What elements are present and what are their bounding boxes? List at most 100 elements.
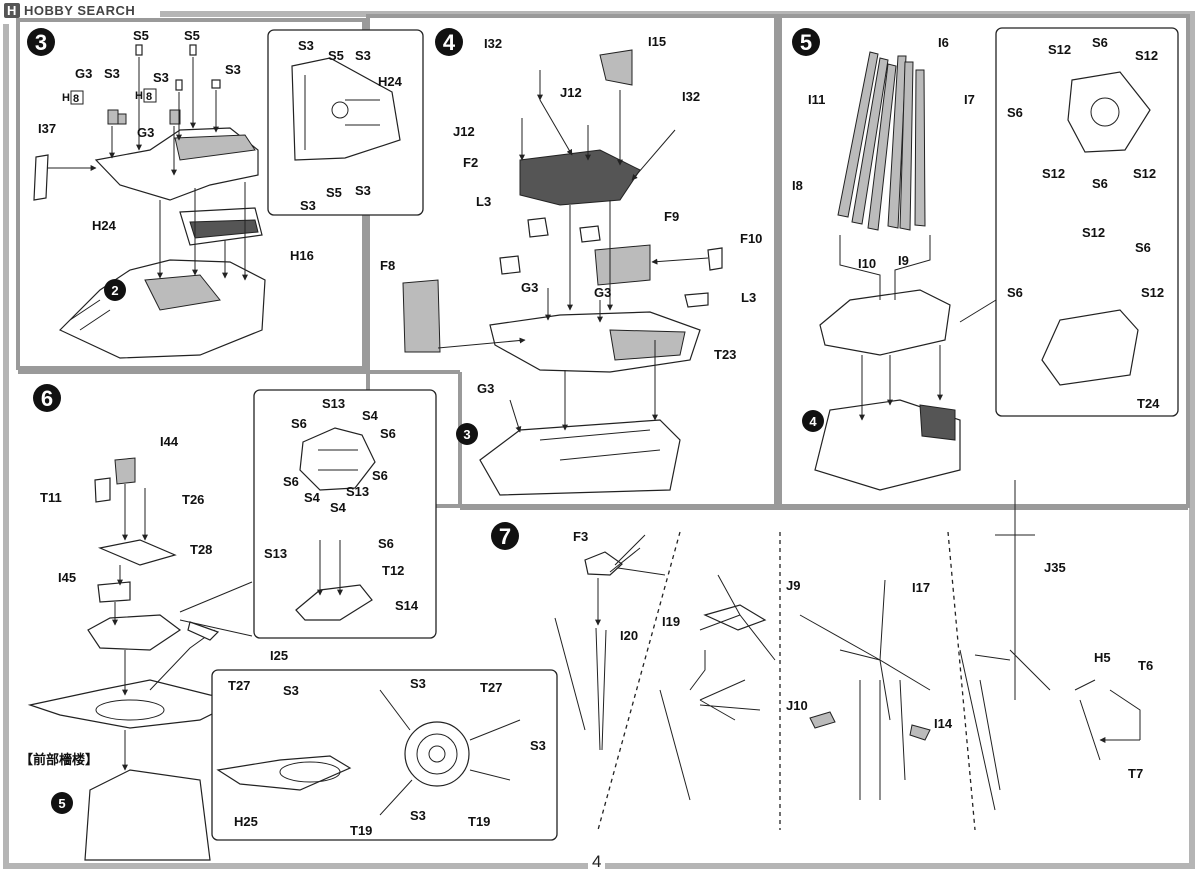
step6-inset-bottom	[211, 669, 558, 841]
step6-caption: 【前部檣楼】	[20, 752, 98, 767]
s5i-label-s6-d: S6	[1135, 240, 1151, 255]
part-T28	[97, 539, 177, 566]
s6i-label-s14: S14	[395, 598, 419, 613]
s5i-label-s12-c: S12	[1042, 166, 1065, 181]
step3-sub-badge: 2	[111, 283, 118, 298]
s7-label-h5: H5	[1094, 650, 1111, 665]
label-i37: I37	[38, 121, 56, 136]
step-5: 5 4 I6 I11 I7 I8 I10 I9 S12 S6 S12 S6	[792, 27, 1179, 491]
step4-sub-badge: 3	[463, 427, 470, 442]
s6ib-label-t27-b: T27	[480, 680, 502, 695]
s4-label-f9: F9	[664, 209, 679, 224]
s7-label-j10: J10	[786, 698, 808, 713]
s5-label-i8: I8	[792, 178, 803, 193]
s4-label-g3-c: G3	[477, 381, 494, 396]
s6-label-t11: T11	[40, 490, 62, 505]
part-I15	[599, 49, 633, 86]
step5-mast-base	[819, 289, 951, 356]
s5i-label-s6-e: S6	[1007, 285, 1023, 300]
step5-number: 5	[800, 30, 812, 55]
s6ib-label-s3-a: S3	[283, 683, 299, 698]
label-h16: H16	[290, 248, 314, 263]
s5i-label-s12-f: S12	[1141, 285, 1164, 300]
s6i-label-s6-c: S6	[372, 468, 388, 483]
s6-label-t26: T26	[182, 492, 204, 507]
s4-label-j12-a: J12	[560, 85, 582, 100]
s4-label-l3-b: L3	[741, 290, 756, 305]
s5i-label-s6-c: S6	[1092, 176, 1108, 191]
page-number: 4	[588, 852, 606, 872]
inset-label-s5-a: S5	[328, 48, 344, 63]
s5-label-i7: I7	[964, 92, 975, 107]
label-h-a: H	[62, 92, 70, 104]
s6ib-label-t19-b: T19	[468, 814, 490, 829]
step6-number: 6	[41, 386, 53, 411]
step-6: 6 5 【前部檣楼】 I44 T11 T26 T28 I45 I25 S13	[20, 384, 558, 861]
inset-label-s3-d: S3	[300, 198, 316, 213]
step4-number: 4	[443, 30, 456, 55]
s4-label-f10: F10	[740, 231, 762, 246]
part-I44	[114, 457, 136, 485]
s6i-label-s6-e: S6	[378, 536, 394, 551]
s6ib-label-t27-a: T27	[228, 678, 250, 693]
s5i-label-s12-a: S12	[1048, 42, 1071, 57]
s5i-label-s12-b: S12	[1135, 48, 1158, 63]
s7-label-t6: T6	[1138, 658, 1153, 673]
s6ib-label-s3-c: S3	[530, 738, 546, 753]
s6i-label-s4-c: S4	[330, 500, 347, 515]
label-s3-a: S3	[104, 66, 120, 81]
s5-label-i11: I11	[808, 92, 825, 107]
s7-label-j9: J9	[786, 578, 800, 593]
watermark-badge: H	[4, 3, 20, 18]
step3-number: 3	[35, 30, 47, 55]
part-I45	[97, 581, 131, 603]
label-s5-a: S5	[133, 28, 149, 43]
s4-label-l3-a: L3	[476, 194, 491, 209]
s7-label-i14: I14	[934, 716, 953, 731]
s6i-label-s6-b: S6	[380, 426, 396, 441]
step6-base	[84, 769, 211, 861]
s6ib-label-s3-d: S3	[410, 808, 426, 823]
step-3: 3 2 S5 S5 G3 S3 S3 S3	[27, 28, 424, 359]
watermark: H HOBBY SEARCH	[4, 3, 135, 18]
s7-label-i17: I17	[912, 580, 930, 595]
s7-label-t7: T7	[1128, 766, 1143, 781]
inset-label-h24: H24	[378, 74, 403, 89]
s7-label-i20: I20	[620, 628, 638, 643]
s4-label-i15: I15	[648, 34, 666, 49]
label-h-b: H	[135, 90, 143, 102]
s5i-label-s12-d: S12	[1133, 166, 1156, 181]
label-g3-a: G3	[75, 66, 92, 81]
part-T11	[94, 477, 111, 503]
s5i-label-s6-b: S6	[1007, 105, 1023, 120]
s6i-label-s13-c: S13	[264, 546, 287, 561]
s6ib-label-s3-b: S3	[410, 676, 426, 691]
s4-label-j12-b: J12	[453, 124, 475, 139]
s7-label-f3: F3	[573, 529, 588, 544]
step6-sub-badge: 5	[58, 796, 65, 811]
s5i-label-s6-a: S6	[1092, 35, 1108, 50]
part-F10	[707, 247, 723, 271]
s6-label-i45: I45	[58, 570, 76, 585]
step6-inset-top	[253, 389, 437, 639]
s6i-label-s4-b: S4	[304, 490, 321, 505]
s4-label-g3-a: G3	[521, 280, 538, 295]
s5-label-i10: I10	[858, 256, 876, 271]
step-7: 7 F3 I20 I19 J9 I17 J10 I14 J35 H5	[491, 480, 1153, 831]
s7-label-i19: I19	[662, 614, 680, 629]
s4-label-f8: F8	[380, 258, 395, 273]
label-8-a: 8	[73, 93, 79, 105]
part-F8	[402, 279, 441, 353]
s6i-label-t12: T12	[382, 563, 404, 578]
s6ib-label-t19-a: T19	[350, 823, 372, 838]
part-F9	[594, 244, 651, 286]
inset-label-s3-a: S3	[298, 38, 314, 53]
s4-label-i32-b: I32	[682, 89, 700, 104]
s4-label-f2: F2	[463, 155, 478, 170]
s5i-label-t24: T24	[1137, 396, 1160, 411]
step3-badge	[27, 28, 55, 56]
step7-number: 7	[499, 524, 511, 549]
inset-label-s5-b: S5	[326, 185, 342, 200]
inset-label-s3-b: S3	[355, 48, 371, 63]
